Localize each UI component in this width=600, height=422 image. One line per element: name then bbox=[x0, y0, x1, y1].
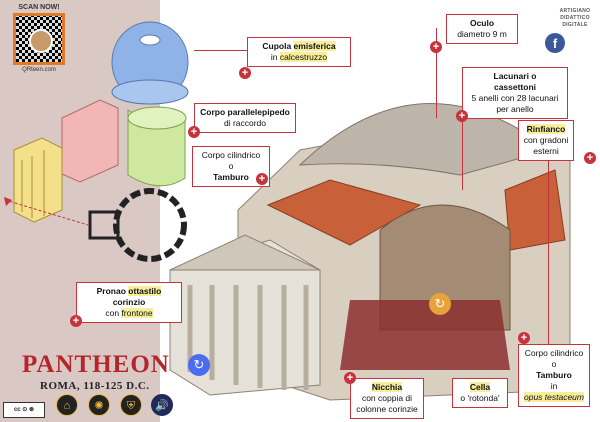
exploded-block bbox=[61, 99, 119, 183]
refresh-button-center[interactable]: ↻ bbox=[429, 293, 451, 315]
plus-corpo-cilindrico-2[interactable]: + bbox=[518, 332, 530, 344]
qr-bottom-label: QRteen.com bbox=[22, 67, 56, 73]
callout-pronao: Pronao ottastilo corinzio con frontone bbox=[76, 282, 182, 323]
plus-corpo-parallelepipedo[interactable]: + bbox=[188, 126, 200, 138]
facebook-icon[interactable]: f bbox=[545, 33, 565, 53]
page-title: PANTHEON bbox=[22, 351, 170, 378]
medallion-icon[interactable]: ✺ bbox=[88, 394, 110, 416]
creative-commons-icon: cc ⊙ ⊛ bbox=[3, 402, 45, 418]
plus-rinfianco[interactable]: + bbox=[584, 152, 596, 164]
interior bbox=[379, 204, 511, 331]
plus-cupola[interactable]: + bbox=[239, 67, 251, 79]
shield-icon[interactable]: ⛨ bbox=[120, 394, 142, 416]
qr-code-icon bbox=[13, 13, 65, 65]
page-subtitle: ROMA, 118-125 D.C. bbox=[40, 380, 150, 392]
refresh-button[interactable]: ↻ bbox=[188, 354, 210, 376]
callout-cupola: Cupola emisferica in calcestruzzo bbox=[247, 37, 351, 67]
plus-corpo-cilindrico[interactable]: + bbox=[256, 173, 268, 185]
plus-nicchia[interactable]: + bbox=[344, 372, 356, 384]
qr-code-panel[interactable]: SCAN NOW! QRteen.com bbox=[8, 4, 70, 96]
speaker-icon[interactable]: 🔊 bbox=[151, 394, 173, 416]
plus-lacunari[interactable]: + bbox=[456, 110, 468, 122]
exploded-pronao bbox=[13, 137, 63, 223]
plus-oculo[interactable]: + bbox=[430, 41, 442, 53]
plus-pronao[interactable]: + bbox=[70, 315, 82, 327]
brand-logo: ARTIGIANO DIDATTICO DIGITALE bbox=[559, 8, 591, 28]
temple-icon[interactable]: ⌂ bbox=[56, 394, 78, 416]
qr-top-label: SCAN NOW! bbox=[18, 4, 60, 11]
building-roof bbox=[266, 179, 422, 246]
floor-plan bbox=[113, 188, 187, 262]
